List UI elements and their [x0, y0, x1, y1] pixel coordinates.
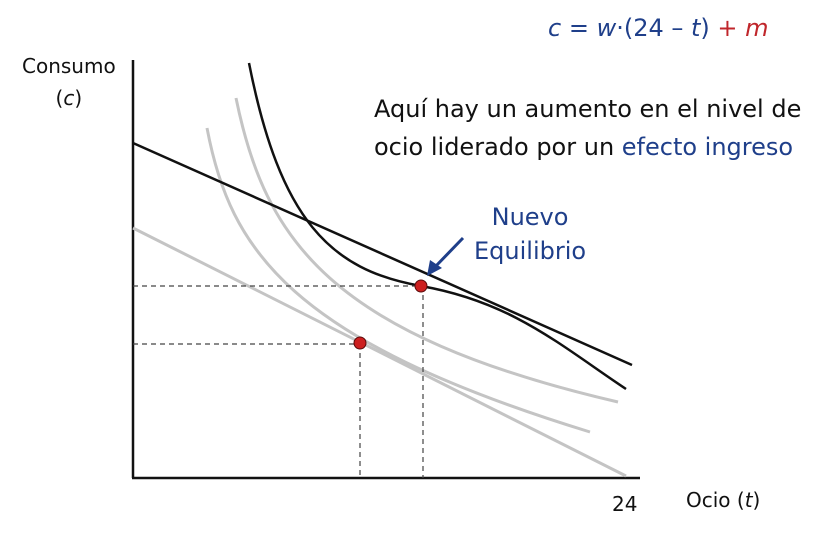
y-axis-label-var: c	[63, 86, 75, 110]
budget-line-original	[132, 226, 627, 478]
equation-lhs: c =	[548, 14, 597, 42]
y-axis-label: Consumo (c)	[22, 50, 116, 114]
new-equilibrium-label: Nuevo Equilibrio	[474, 200, 586, 268]
annotation-highlight: efecto ingreso	[621, 133, 794, 161]
callout-arrow-shaft	[432, 236, 465, 270]
equation-t: t	[691, 14, 701, 42]
x-axis-label-close: )	[752, 488, 761, 512]
x-axis-label: Ocio (t)	[686, 488, 760, 512]
indifference-curve-gray-high	[234, 97, 619, 404]
new-equilibrium-line2: Equilibrio	[474, 237, 587, 265]
equation-w: w	[596, 14, 617, 42]
equilibrium-point-old	[353, 336, 367, 350]
equation-m: m	[745, 14, 769, 42]
y-axis-label-word: Consumo	[22, 54, 116, 78]
budget-line-new	[132, 141, 633, 367]
budget-equation: c = w·(24 – t) + m	[548, 14, 769, 42]
indifference-curve-gray-low	[205, 127, 591, 434]
equation-mid: ·(24 –	[616, 14, 691, 42]
callout-arrowhead	[427, 260, 442, 276]
x-axis-label-word: Ocio (	[686, 488, 745, 512]
income-effect-annotation: Aquí hay un aumento en el nivel de ocio …	[374, 90, 824, 166]
x-axis-label-var: t	[744, 488, 753, 512]
x-axis-tick-24: 24	[612, 492, 638, 516]
y-axis-label-var-line: (c)	[55, 86, 83, 110]
equilibrium-point-new	[414, 279, 428, 293]
equation-close: )	[700, 14, 710, 42]
annotation-text: Aquí hay un aumento en el nivel de ocio …	[374, 95, 802, 161]
new-equilibrium-line1: Nuevo	[491, 203, 569, 231]
equation-plus: +	[709, 14, 746, 42]
